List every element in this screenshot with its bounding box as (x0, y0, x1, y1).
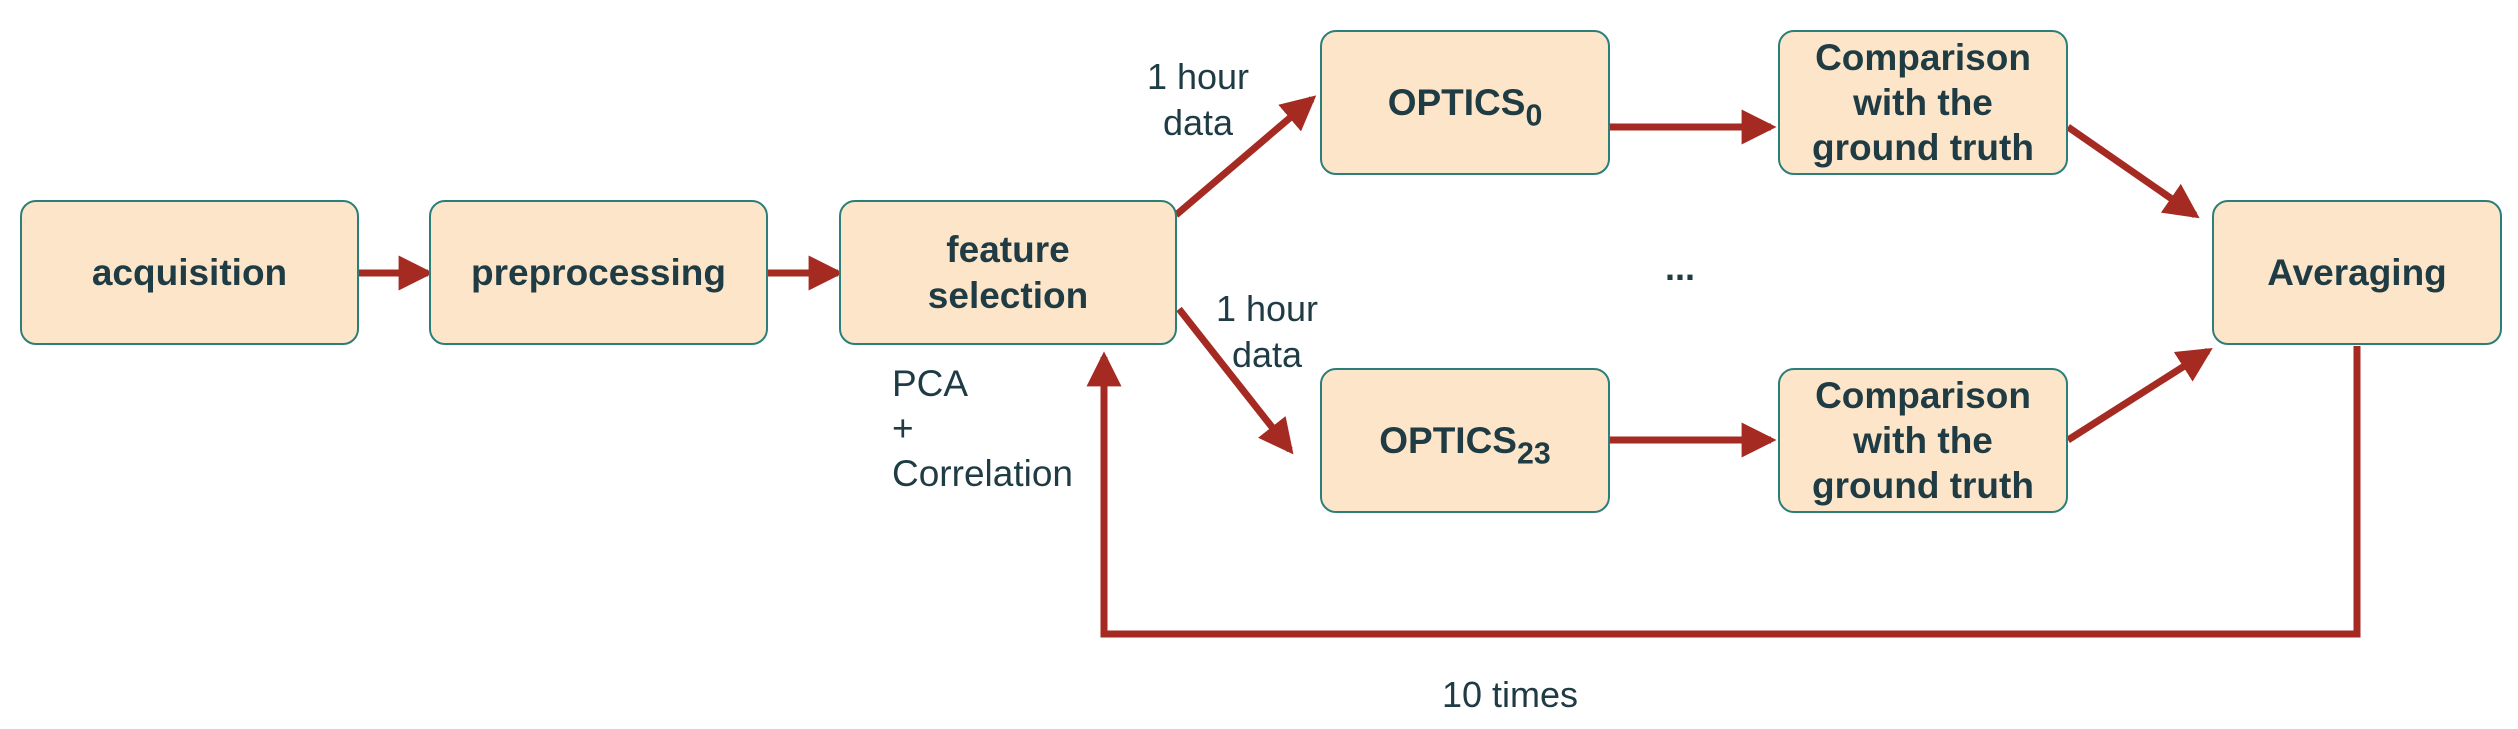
arrow-loop-averaging-to-feature-selection (1086, 346, 2361, 638)
ellipsis-text: ... (1664, 247, 1695, 288)
data-label-bottom-line-1: 1 hour (1215, 288, 1319, 329)
comparison-top-label-line-1: Comparison (1815, 36, 2031, 78)
optics-first-label: OPTICS0 (1387, 80, 1543, 131)
arrow-comparison-top-to-averaging (2066, 124, 2200, 219)
optics-first-label-subscript: 0 (1525, 99, 1543, 133)
comparison-top-label-line-3: ground truth (1812, 127, 2034, 169)
arrow-feature-selection-to-optics-last (1176, 306, 1294, 455)
optics-last-node: OPTICS23 (1320, 368, 1610, 513)
comparison-top-node: Comparison with the ground truth (1778, 30, 2068, 175)
optics-first-node: OPTICS0 (1320, 30, 1610, 175)
methods-label-line-2: + (892, 408, 914, 450)
data-label-top-line-2: data (1162, 102, 1234, 144)
comparison-top-label-line-2: with the (1853, 81, 1993, 123)
methods-label-line-1: PCA (892, 363, 969, 404)
arrow-comparison-bottom-to-averaging (2066, 347, 2213, 443)
acquisition-label: acquisition (91, 251, 288, 293)
methods-label-line-3: Correlation (892, 453, 1073, 495)
optics-last-label-subscript: 23 (1517, 437, 1551, 471)
optics-last-label: OPTICS23 (1379, 418, 1550, 469)
preprocessing-label: preprocessing (471, 251, 726, 293)
data-label-top-line-1: 1 hour (1146, 56, 1250, 97)
data-label-bottom-line-2: data (1231, 334, 1303, 376)
comparison-bottom-label-line-2: with the (1853, 419, 1993, 461)
comparison-bottom-label-line-1: Comparison (1815, 374, 2031, 416)
averaging-node: Averaging (2212, 200, 2502, 345)
acquisition-node: acquisition (20, 200, 359, 345)
loop-count-text: 10 times (1441, 674, 1579, 715)
data-label-bottom: 1 hour data (1202, 286, 1332, 378)
optics-last-label-base: OPTICS (1379, 419, 1517, 461)
averaging-label: Averaging (2267, 251, 2447, 293)
preprocessing-node: preprocessing (429, 200, 768, 345)
comparison-bottom-label-line-3: ground truth (1812, 465, 2034, 507)
data-label-top: 1 hour data (1133, 54, 1263, 146)
optics-first-label-base: OPTICS (1387, 81, 1526, 123)
feature-selection-label-line-1: feature (946, 229, 1070, 271)
feature-selection-node: feature selection (839, 200, 1177, 345)
arrow-feature-selection-to-optics-first (1173, 95, 1317, 218)
methods-label: PCA + Correlation (892, 361, 1073, 496)
comparison-bottom-node: Comparison with the ground truth (1778, 368, 2068, 513)
loop-count-label: 10 times (1410, 672, 1610, 718)
ellipsis-label: ... (1630, 245, 1730, 291)
feature-selection-label-line-2: selection (927, 274, 1089, 316)
